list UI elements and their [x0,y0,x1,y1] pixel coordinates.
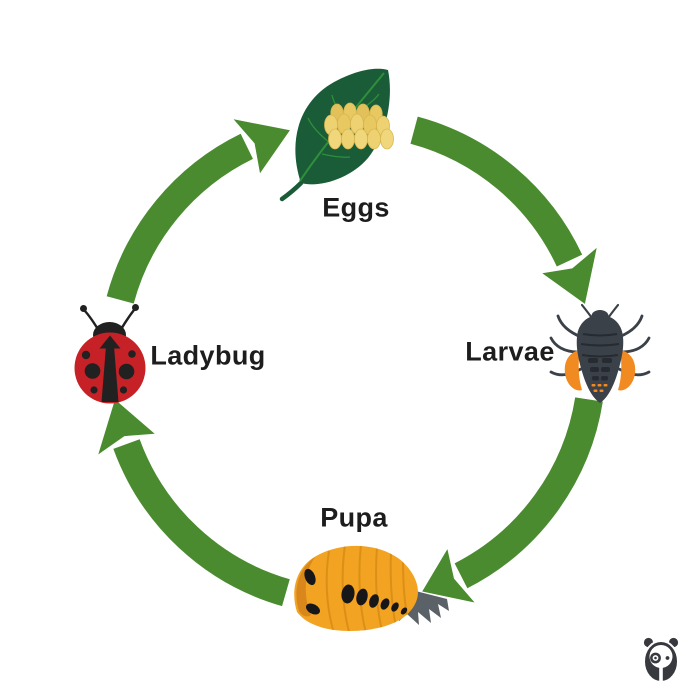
arrowhead-icon [98,399,155,455]
stage-label-ladybug: Ladybug [150,340,266,371]
stage-label-larvae: Larvae [465,336,555,367]
panda-logo [643,637,679,683]
stage-label-pupa: Pupa [320,502,388,533]
stage-label-eggs: Eggs [322,192,390,223]
larva-icon [549,303,651,403]
arrow-pupa-to-ladybug [98,399,290,607]
pupa-icon [294,545,449,631]
eggs-on-leaf-icon [279,68,394,202]
arrow-larvae-to-pupa [422,397,603,603]
ladybug-icon [74,304,146,404]
arrow-eggs-to-larvae [410,116,597,304]
arrow-ladybug-to-eggs [106,119,290,304]
arrowhead-icon [542,247,597,304]
arrowhead-icon [422,549,475,603]
arrowhead-icon [233,119,290,174]
